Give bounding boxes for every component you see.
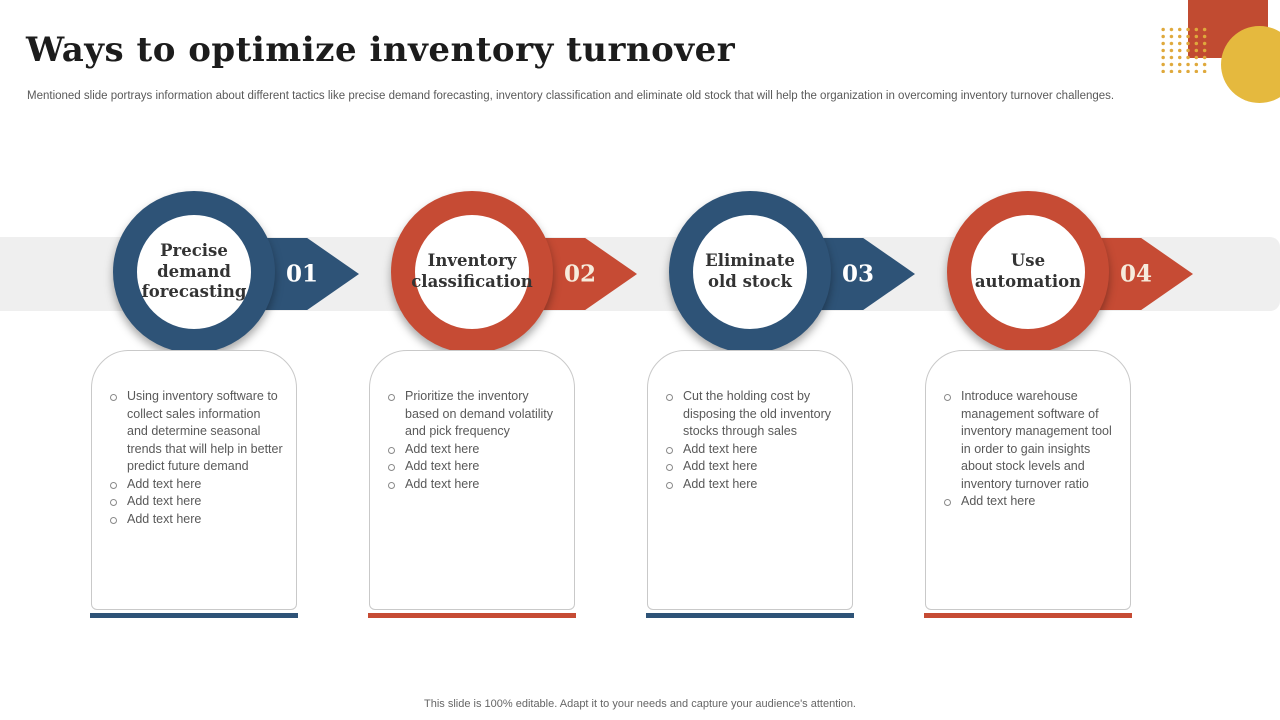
step-number-1: 01 (285, 260, 318, 288)
decorative-dot-grid (1158, 25, 1209, 73)
bullet-item: Add text here (940, 493, 1118, 511)
bullet-item: Add text here (662, 458, 840, 476)
step-circle-2: Inventory classification (391, 191, 553, 353)
card-accent-bar (90, 613, 298, 618)
bullet-item: Add text here (384, 458, 562, 476)
bullet-item: Prioritize the inventory based on demand… (384, 388, 562, 441)
decorative-circle (1221, 26, 1280, 103)
step-number-2: 02 (563, 260, 596, 288)
step-circle-4: Use automation (947, 191, 1109, 353)
bullet-item: Add text here (384, 476, 562, 494)
bullet-item: Cut the holding cost by disposing the ol… (662, 388, 840, 441)
bullet-list-2: Prioritize the inventory based on demand… (370, 351, 574, 493)
bullet-item: Add text here (662, 441, 840, 459)
bullet-list-3: Cut the holding cost by disposing the ol… (648, 351, 852, 493)
card-accent-bar (924, 613, 1132, 618)
card-accent-bar (646, 613, 854, 618)
card-accent-bar (368, 613, 576, 618)
bullet-item: Add text here (662, 476, 840, 494)
step-card-1: Using inventory software to collect sale… (90, 350, 298, 618)
step-label-2: Inventory classification (411, 251, 533, 291)
bullet-item: Add text here (106, 511, 284, 529)
bullet-list-4: Introduce warehouse management software … (926, 351, 1130, 511)
step-card-3: Cut the holding cost by disposing the ol… (646, 350, 854, 618)
bullet-item: Add text here (106, 476, 284, 494)
bullet-item: Introduce warehouse management software … (940, 388, 1118, 493)
step-number-4: 04 (1119, 260, 1152, 288)
step-card-4: Introduce warehouse management software … (924, 350, 1132, 618)
slide-subtitle: Mentioned slide portrays information abo… (27, 90, 1115, 102)
bullet-item: Add text here (384, 441, 562, 459)
slide-footer: This slide is 100% editable. Adapt it to… (424, 698, 856, 710)
bullet-item: Using inventory software to collect sale… (106, 388, 284, 476)
bullet-item: Add text here (106, 493, 284, 511)
step-label-3: Eliminate old stock (705, 251, 795, 291)
step-card-2: Prioritize the inventory based on demand… (368, 350, 576, 618)
bullet-list-1: Using inventory software to collect sale… (92, 351, 296, 528)
step-label-4: Use automation (974, 251, 1082, 291)
step-circle-1: Precise demand forecasting (113, 191, 275, 353)
step-label-1: Precise demand forecasting (141, 241, 247, 302)
step-circle-3: Eliminate old stock (669, 191, 831, 353)
step-number-3: 03 (841, 260, 874, 288)
page-title: Ways to optimize inventory turnover (26, 30, 736, 70)
